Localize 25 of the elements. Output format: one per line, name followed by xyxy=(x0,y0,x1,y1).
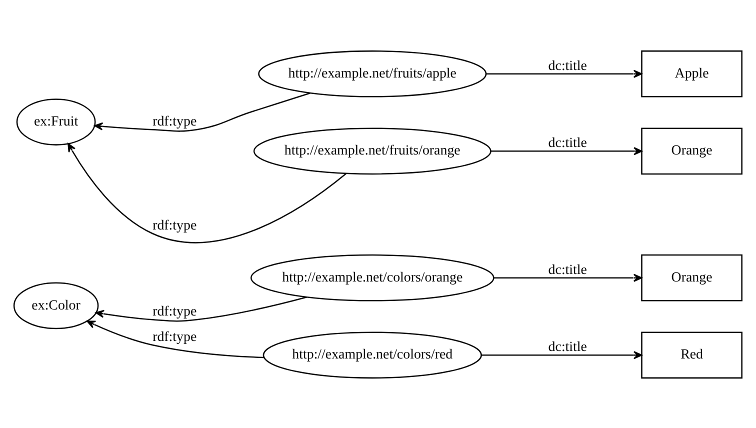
node-ellipse: http://example.net/fruits/orange xyxy=(253,127,492,174)
node-box: Orange xyxy=(641,254,742,301)
arrow xyxy=(68,142,346,242)
node-ellipse: http://example.net/fruits/apple xyxy=(258,50,487,97)
edge-label: dc:title xyxy=(548,136,587,151)
arrow xyxy=(95,296,307,322)
arrow xyxy=(490,146,642,155)
node-box: Apple xyxy=(641,50,742,97)
edge-label: rdf:type xyxy=(152,304,197,320)
arrow xyxy=(494,273,642,282)
edge-label: rdf:type xyxy=(152,329,197,344)
arrow xyxy=(86,320,264,358)
edge-label: dc:title xyxy=(548,340,587,355)
edge-label: rdf:type xyxy=(152,114,197,130)
node-ellipse: http://example.net/colors/orange xyxy=(250,254,494,301)
arrow xyxy=(481,350,642,359)
arrow xyxy=(94,92,310,132)
edge-label: dc:title xyxy=(548,262,587,278)
arrow xyxy=(486,69,642,78)
edge-label: dc:title xyxy=(548,58,587,74)
node-ellipse: http://example.net/colors/red xyxy=(262,331,482,378)
edge-label: rdf:type xyxy=(152,218,197,233)
node-box: Red xyxy=(641,331,742,378)
node-ellipse: ex:Fruit xyxy=(16,98,96,145)
node-box: Orange xyxy=(641,127,742,174)
